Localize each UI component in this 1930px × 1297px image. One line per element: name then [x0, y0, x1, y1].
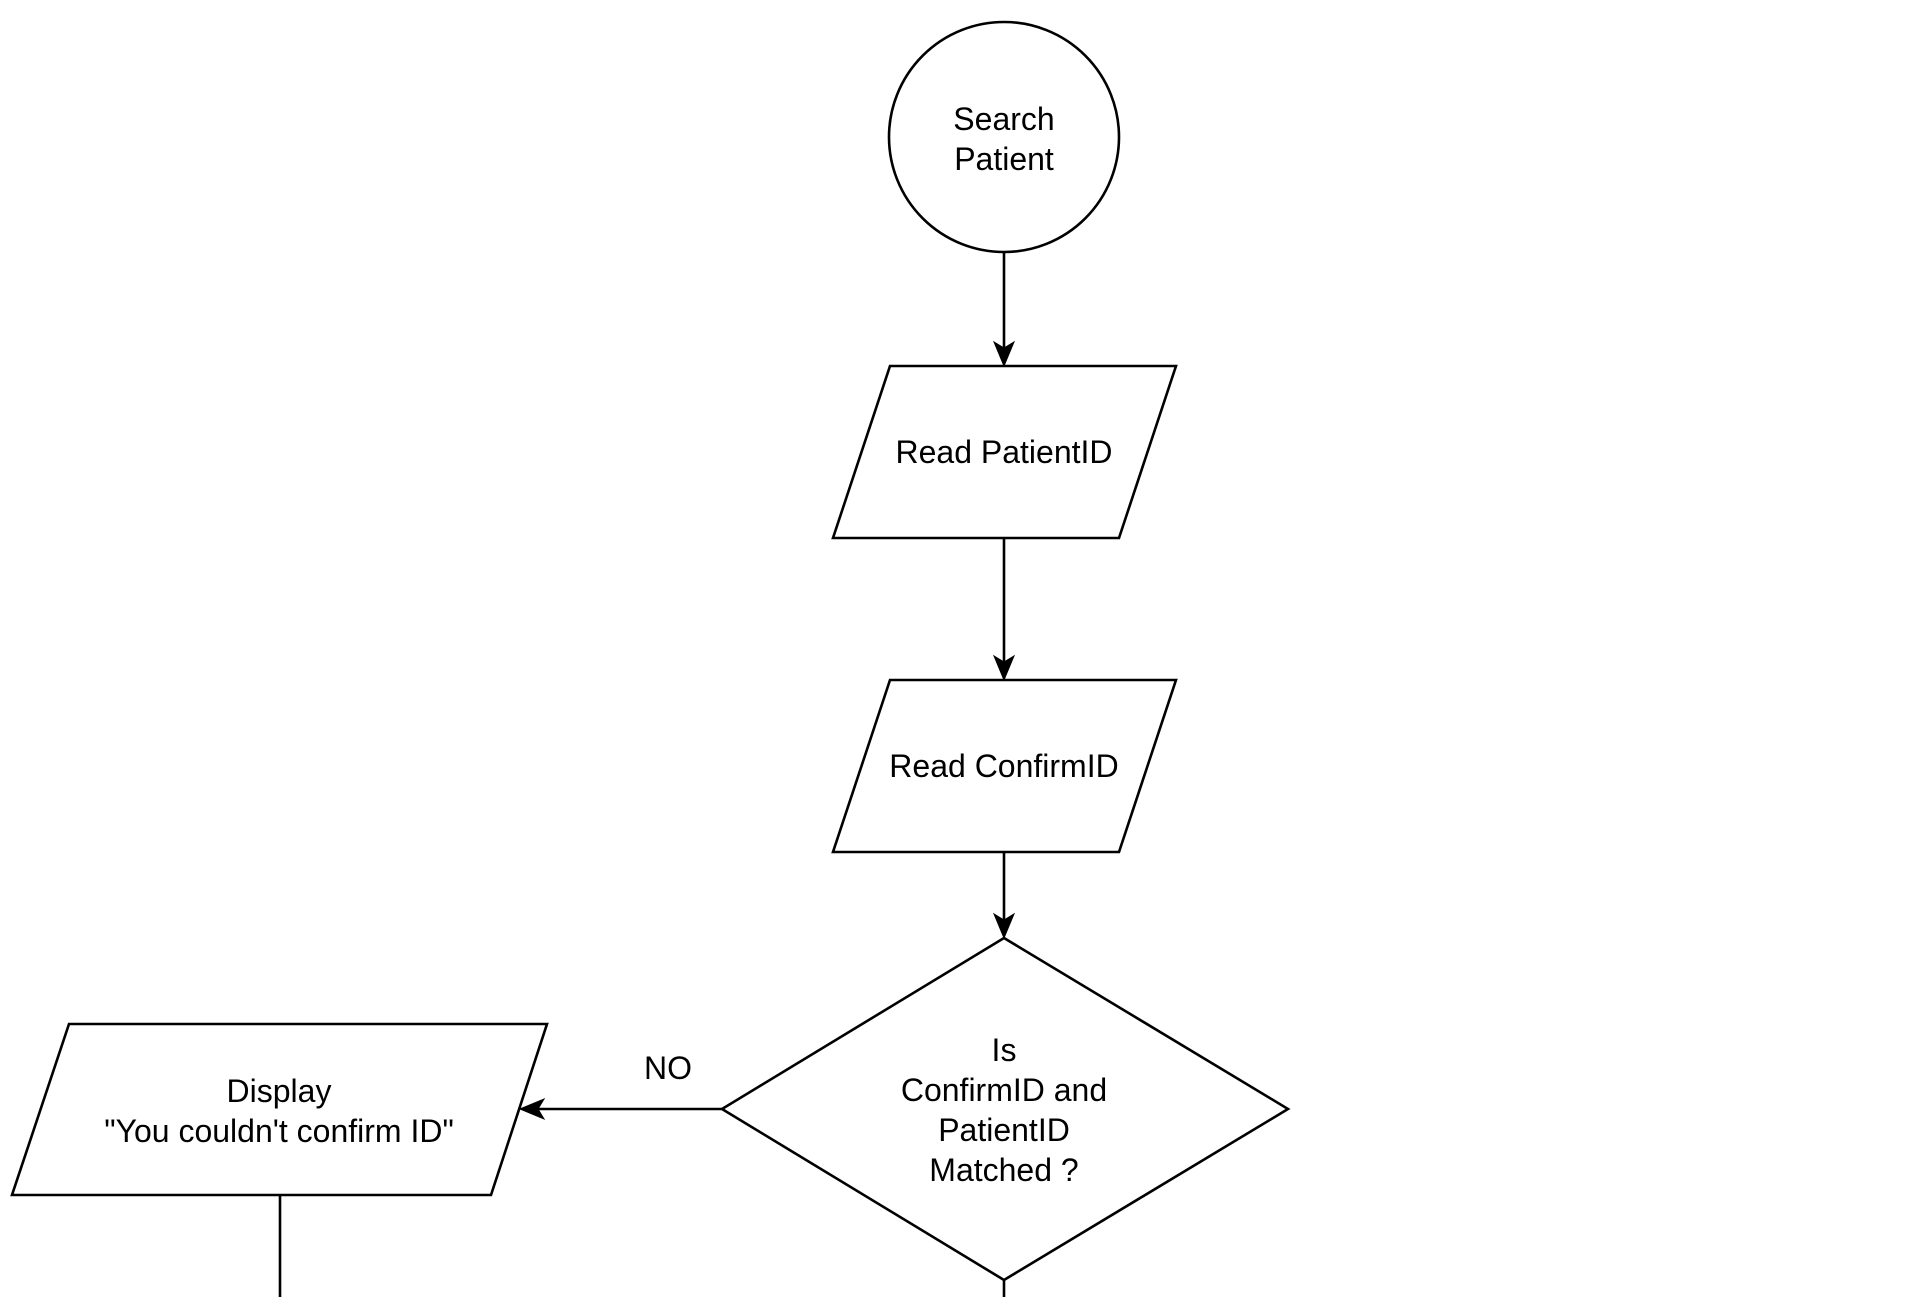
decision-label-line1: Is: [992, 1032, 1017, 1068]
start-node-label-line2: Patient: [954, 141, 1054, 177]
start-node[interactable]: Search Patient: [887, 20, 1121, 254]
display-error-label-line1: Display: [227, 1073, 332, 1109]
edge-read-confirmid-to-decision: [992, 852, 1016, 940]
arrowhead: [992, 654, 1016, 682]
arrowhead: [992, 340, 1016, 368]
arrowhead: [992, 912, 1016, 940]
start-node-label-line1: Search: [953, 101, 1054, 137]
edge-decision-no-to-display: NO: [518, 1050, 722, 1121]
display-error-label-line2: "You couldn't confirm ID": [104, 1113, 454, 1149]
read-patientid-node[interactable]: Read PatientID: [831, 364, 1178, 540]
decision-label-line4: Matched ?: [929, 1152, 1078, 1188]
decision-label-line3: PatientID: [938, 1112, 1070, 1148]
edge-start-to-read-patientid: [992, 252, 1016, 368]
arrowhead: [518, 1097, 546, 1121]
read-confirmid-node[interactable]: Read ConfirmID: [831, 678, 1178, 854]
edge-label-no: NO: [644, 1050, 692, 1086]
decision-label-line2: ConfirmID and: [901, 1072, 1107, 1108]
display-error-node[interactable]: Display "You couldn't confirm ID": [10, 1022, 549, 1197]
read-patientid-label: Read PatientID: [895, 434, 1112, 470]
read-confirmid-label: Read ConfirmID: [889, 748, 1118, 784]
decision-node[interactable]: Is ConfirmID and PatientID Matched ?: [719, 936, 1291, 1282]
edge-read-patientid-to-read-confirmid: [992, 538, 1016, 682]
